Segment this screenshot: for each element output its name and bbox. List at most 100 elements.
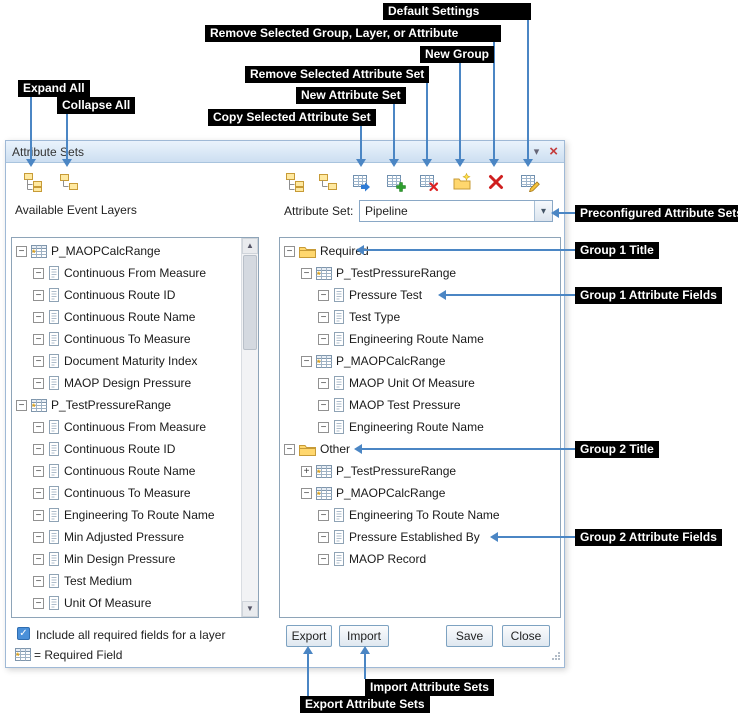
collapse-toggle-icon[interactable]: − [33, 377, 44, 389]
tree-item[interactable]: −Unit Of Measure [12, 592, 241, 614]
scrollbar[interactable]: ▲ ▼ [241, 238, 258, 617]
tree-item[interactable]: −MAOP Record [280, 548, 560, 570]
collapse-toggle-icon[interactable]: − [284, 443, 295, 455]
collapse-toggle-icon[interactable]: − [33, 267, 44, 279]
tree-item[interactable]: −MAOP Design Pressure [12, 372, 241, 394]
tree-item[interactable]: −Required [280, 240, 560, 262]
collapse-toggle-icon[interactable]: − [33, 311, 44, 323]
tree-item[interactable]: −Engineering To Route Name [280, 504, 560, 526]
tree-item[interactable]: −*P_MAOPCalcRange [280, 482, 560, 504]
field-icon [48, 266, 60, 280]
scroll-up-icon[interactable]: ▲ [242, 238, 258, 254]
collapse-toggle-icon[interactable]: − [33, 443, 44, 455]
collapse-toggle-icon[interactable]: − [284, 245, 295, 257]
tree-item[interactable]: −Pressure Established By [280, 526, 560, 548]
tree-item[interactable]: −Test Type [280, 306, 560, 328]
tree-item[interactable]: −MAOP Test Pressure [280, 394, 560, 416]
tree-item[interactable]: −Continuous Route ID [12, 438, 241, 460]
tree-expand-all-button[interactable] [284, 171, 306, 193]
tree-item[interactable]: −Continuous To Measure [12, 328, 241, 350]
field-icon [49, 552, 59, 566]
collapse-toggle-icon[interactable]: − [318, 311, 329, 323]
collapse-toggle-icon[interactable]: − [33, 509, 44, 521]
tree-item[interactable]: −Continuous Route Name [12, 460, 241, 482]
export-button[interactable]: Export [286, 625, 332, 647]
tree-item-label: Min Adjusted Pressure [64, 530, 185, 544]
collapse-toggle-icon[interactable]: − [33, 553, 44, 565]
collapse-toggle-icon[interactable]: − [33, 597, 44, 609]
field-icon [49, 376, 59, 390]
remove-selected-button[interactable] [485, 171, 507, 193]
tree-item[interactable]: −Engineering Route Name [280, 416, 560, 438]
collapse-toggle-icon[interactable]: − [318, 421, 329, 433]
attribute-set-label: Attribute Set: [284, 204, 354, 218]
tree-item[interactable]: −Test Medium [12, 570, 241, 592]
collapse-toggle-icon[interactable]: − [33, 465, 44, 477]
collapse-toggle-icon[interactable]: − [33, 421, 44, 433]
tree-item[interactable]: −Continuous From Measure [12, 262, 241, 284]
collapse-toggle-icon[interactable]: − [318, 377, 329, 389]
new-attribute-set-button[interactable] [385, 171, 407, 193]
field-icon [48, 464, 60, 478]
collapse-toggle-icon[interactable]: − [318, 399, 329, 411]
tree-item[interactable]: −Continuous From Measure [12, 416, 241, 438]
tree-item[interactable]: −*P_TestPressureRange [280, 262, 560, 284]
tree-item[interactable]: −Other [280, 438, 560, 460]
expand-all-button[interactable] [22, 171, 44, 193]
new-group-button[interactable] [451, 171, 473, 193]
attribute-set-dropdown[interactable]: Pipeline ▾ [359, 200, 553, 222]
collapse-toggle-icon[interactable]: − [33, 575, 44, 587]
scrollbar-thumb[interactable] [243, 255, 257, 350]
field-icon [334, 310, 344, 324]
tree-item[interactable]: +*P_TestPressureRange [280, 460, 560, 482]
collapse-toggle-icon[interactable]: − [33, 487, 44, 499]
collapse-toggle-icon[interactable]: − [318, 289, 329, 301]
chevron-down-icon[interactable]: ▾ [534, 201, 552, 221]
collapse-toggle-icon[interactable]: − [33, 289, 44, 301]
callout-remove-attribute-set: Remove Selected Attribute Set [245, 66, 430, 83]
collapse-toggle-icon[interactable]: − [16, 399, 27, 411]
collapse-toggle-icon[interactable]: − [301, 487, 312, 499]
tree-collapse-all-button[interactable] [317, 171, 339, 193]
tree-item[interactable]: −MAOP Unit Of Measure [280, 372, 560, 394]
collapse-toggle-icon[interactable]: − [33, 531, 44, 543]
tree-item[interactable]: −Continuous Route Name [12, 306, 241, 328]
collapse-toggle-icon[interactable]: − [301, 355, 312, 367]
tree-item[interactable]: −*P_MAOPCalcRange [280, 350, 560, 372]
close-icon[interactable]: × [549, 142, 558, 160]
remove-selected-icon [489, 175, 503, 189]
copy-attribute-set-button[interactable] [351, 171, 373, 193]
tree-item[interactable]: −Min Design Pressure [12, 548, 241, 570]
collapse-toggle-icon[interactable]: − [318, 509, 329, 521]
scroll-down-icon[interactable]: ▼ [242, 601, 258, 617]
tree-item[interactable]: − Min Adjusted Pressure [12, 526, 241, 548]
tree-item[interactable]: −Continuous To Measure [12, 482, 241, 504]
tree-item[interactable]: −Engineering To Route Name [12, 504, 241, 526]
collapse-toggle-icon[interactable]: − [318, 333, 329, 345]
collapse-all-button[interactable] [58, 171, 80, 193]
import-button[interactable]: Import [339, 625, 389, 647]
expand-toggle-icon[interactable]: + [301, 465, 312, 477]
collapse-toggle-icon[interactable]: − [318, 553, 329, 565]
save-button[interactable]: Save [446, 625, 493, 647]
collapse-toggle-icon[interactable]: − [301, 267, 312, 279]
close-button[interactable]: Close [502, 625, 550, 647]
dialog-titlebar[interactable]: Attribute Sets ▾ × [6, 141, 564, 163]
collapse-toggle-icon[interactable]: − [318, 531, 329, 543]
tree-item[interactable]: −*P_TestPressureRange [12, 394, 241, 416]
default-settings-button[interactable] [519, 171, 541, 193]
include-required-checkbox[interactable]: ✓ [17, 627, 30, 640]
panel-menu-icon[interactable]: ▾ [533, 146, 540, 158]
collapse-toggle-icon[interactable]: − [16, 245, 27, 257]
layer-icon: * [31, 398, 47, 412]
tree-item[interactable]: −Continuous Route ID [12, 284, 241, 306]
tree-item[interactable]: −Pressure Test [280, 284, 560, 306]
tree-item[interactable]: −*P_MAOPCalcRange [12, 240, 241, 262]
remove-attribute-set-button[interactable] [418, 171, 440, 193]
new-group-icon [453, 172, 471, 190]
tree-item[interactable]: −Engineering Route Name [280, 328, 560, 350]
resize-grip[interactable] [550, 650, 561, 664]
collapse-toggle-icon[interactable]: − [33, 355, 44, 367]
tree-item[interactable]: −Document Maturity Index [12, 350, 241, 372]
collapse-toggle-icon[interactable]: − [33, 333, 44, 345]
